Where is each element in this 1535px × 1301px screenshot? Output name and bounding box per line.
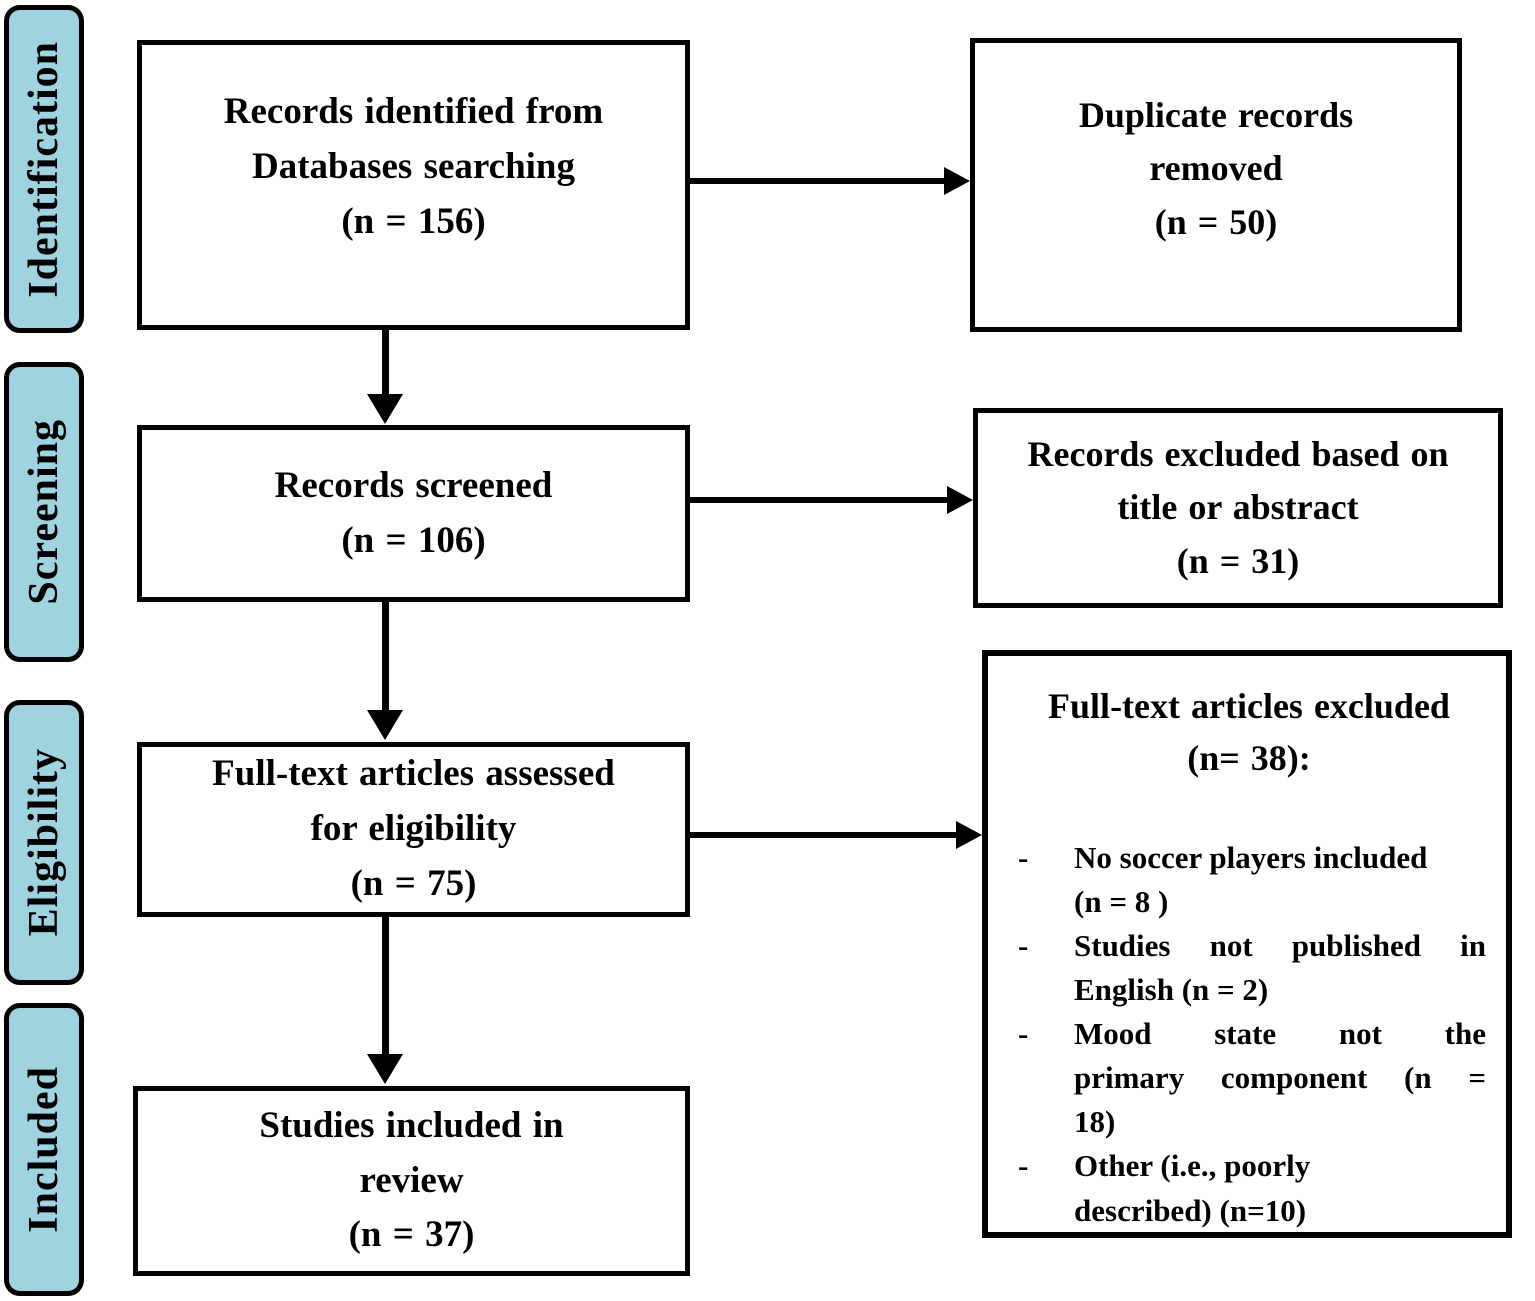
box-text-line: Databases searching: [251, 145, 576, 187]
box-count: (n = 31): [1176, 540, 1300, 581]
arrow-head-icon: [367, 394, 403, 424]
stage-label-eligibility: Eligibility: [4, 700, 84, 985]
bullet-dash: -: [1018, 1016, 1029, 1052]
arrow-head-icon: [367, 710, 403, 740]
stage-label-text: Identification: [21, 40, 67, 298]
bullet-dash: -: [1018, 840, 1029, 876]
box-text-line: removed: [1149, 148, 1283, 189]
bullet-dash: -: [1018, 1148, 1029, 1184]
box-text-line: for eligibility: [310, 808, 517, 850]
arrow-shaft: [382, 915, 389, 1056]
bullet-text-line: English (n = 2): [1074, 972, 1269, 1008]
box-text-line: Full-text articles excluded: [1048, 686, 1450, 726]
arrow-shaft: [382, 330, 389, 396]
box-fulltext-excluded: Full-text articles excluded (n= 38): - No…: [982, 650, 1512, 1238]
box-records-identified: Records identified from Databases search…: [137, 40, 690, 330]
arrow-shaft: [690, 832, 958, 838]
stage-label-text: Eligibility: [21, 748, 67, 937]
arrow-shaft: [690, 497, 949, 503]
bullet-dash: -: [1018, 928, 1029, 964]
bullet-text-line: Other (i.e., poorly: [1074, 1148, 1311, 1184]
box-text-line: Records identified from: [223, 91, 604, 132]
bullet-text: Other (i.e., poorly described) (n=10): [1074, 1144, 1486, 1232]
box-text-line: title or abstract: [1117, 487, 1359, 528]
box-records-excluded-title-abstract: Records excluded based on title or abstr…: [973, 408, 1503, 608]
stage-label-included: Included: [4, 1003, 84, 1296]
stage-label-text: Screening: [21, 419, 67, 605]
box-count: (n = 37): [348, 1214, 475, 1256]
box-text-line: Full-text articles assessed: [212, 753, 615, 795]
box-count: (n = 156): [341, 200, 486, 242]
stage-label-identification: Identification: [4, 5, 84, 333]
box-text-line: Duplicate records: [1078, 95, 1354, 135]
stage-label-screening: Screening: [4, 362, 84, 662]
box-records-screened: Records screened (n = 106): [137, 425, 690, 602]
box-count: (n = 106): [341, 519, 486, 561]
arrow-head-icon: [944, 167, 970, 195]
arrow-head-icon: [947, 486, 973, 514]
box-text-line: Records excluded based on: [1027, 434, 1449, 475]
box-count: (n = 50): [1154, 201, 1278, 242]
box-text-line: review: [359, 1159, 464, 1201]
bullet-text: No soccer players included (n = 8 ): [1074, 836, 1486, 924]
stage-label-text: Included: [21, 1066, 67, 1233]
arrow-shaft: [382, 602, 389, 712]
box-duplicate-records-removed: Duplicate records removed (n = 50): [970, 38, 1462, 332]
arrow-shaft: [690, 178, 946, 184]
box-studies-included: Studies included in review (n = 37): [133, 1086, 690, 1276]
arrow-head-icon: [367, 1054, 403, 1084]
bullet-text-line: No soccer players included: [1074, 840, 1428, 876]
box-fulltext-assessed: Full-text articles assessed for eligibil…: [137, 742, 690, 917]
bullet-item: - No soccer players included (n = 8 ): [1012, 836, 1486, 924]
excluded-bullets: - No soccer players included (n = 8 ) - Stud…: [1012, 836, 1486, 1232]
box-text-line: Records screened: [274, 464, 553, 506]
bullet-text-line: described) (n=10): [1074, 1192, 1307, 1228]
box-count: (n = 75): [350, 862, 477, 904]
box-text-line: Studies included in: [259, 1104, 564, 1146]
box-count: (n= 38):: [1187, 738, 1311, 779]
arrow-head-icon: [956, 821, 982, 849]
bullet-item: - Other (i.e., poorly described) (n=10): [1012, 1144, 1486, 1232]
bullet-text-line: (n = 8 ): [1074, 884, 1169, 920]
fulltext-excluded-title: Full-text articles excluded (n= 38):: [1012, 680, 1486, 784]
bullet-text-line: 18): [1074, 1104, 1116, 1140]
